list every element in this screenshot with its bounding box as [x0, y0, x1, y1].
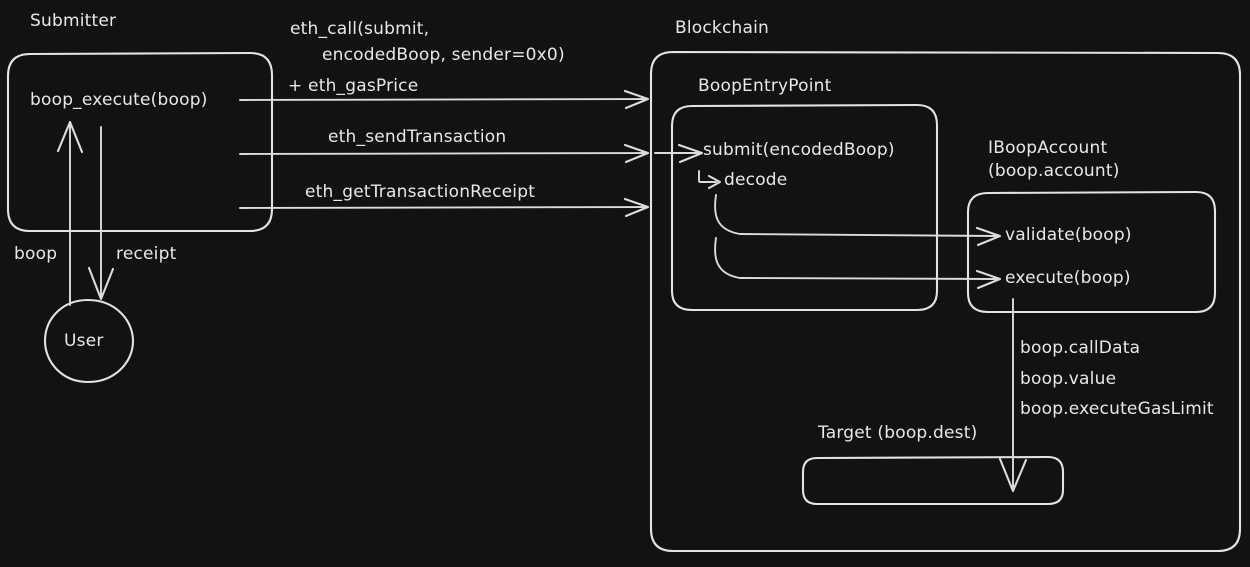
decode-method-label: decode	[724, 170, 788, 190]
edge-eth-send-transaction-arrowhead	[623, 143, 650, 164]
edge-boop-label: boop	[14, 244, 58, 264]
edge-receipt-arrowhead	[87, 266, 115, 301]
target-box	[801, 455, 1065, 506]
edge-eth-call-label-line2: encodedBoop, sender=0x0)	[322, 45, 565, 65]
edge-eth-call-line	[239, 98, 645, 101]
edge-eth-call-label-line1: eth_call(submit,	[290, 19, 430, 39]
exec-params-label-line3: boop.executeGasLimit	[1020, 399, 1214, 419]
blockchain-group-label: Blockchain	[675, 18, 770, 38]
edge-eth-get-transaction-receipt-arrowhead	[623, 197, 650, 218]
submit-method-label: submit(encodedBoop)	[703, 140, 895, 160]
edge-decode-elbow	[698, 170, 717, 183]
iboop-account-label-line2: (boop.account)	[988, 161, 1120, 181]
edge-validate-arrowhead	[975, 226, 1002, 247]
edge-submit-entry-arrowhead	[677, 143, 704, 164]
edge-eth-send-transaction-label: eth_sendTransaction	[328, 127, 507, 147]
edge-receipt-label: receipt	[116, 244, 177, 264]
edge-execute-arrowhead	[975, 269, 1002, 290]
edge-eth-call-arrowhead	[623, 89, 650, 110]
boop-entry-point-label: BoopEntryPoint	[698, 76, 832, 96]
edge-eth-send-transaction-line	[239, 152, 645, 155]
iboop-account-label-line1: IBoopAccount	[988, 138, 1108, 158]
submitter-box	[6, 51, 274, 233]
boop-execute-label: boop_execute(boop)	[30, 90, 208, 110]
user-circle	[43, 298, 135, 384]
edge-eth-call-label-line3: + eth_gasPrice	[288, 76, 419, 96]
submitter-group-label: Submitter	[30, 11, 117, 31]
edge-validate-curve	[714, 194, 997, 237]
edge-eth-get-transaction-receipt-label: eth_getTransactionReceipt	[305, 182, 536, 202]
exec-params-label-line2: boop.value	[1020, 369, 1117, 389]
edge-execute-curve	[714, 237, 997, 280]
target-group-label: Target (boop.dest)	[818, 423, 978, 443]
blockchain-box	[649, 50, 1242, 553]
edge-decode-arrowhead	[707, 174, 722, 190]
edge-eth-get-transaction-receipt-line	[239, 206, 645, 209]
edge-execute-target-arrowhead	[998, 457, 1028, 493]
edge-boop-arrowhead	[56, 120, 84, 154]
execute-method-label: execute(boop)	[1005, 268, 1131, 288]
exec-params-label-line1: boop.callData	[1020, 338, 1141, 358]
boop-entry-point-box	[670, 103, 939, 312]
validate-method-label: validate(boop)	[1005, 225, 1132, 245]
user-label: User	[64, 331, 104, 351]
iboop-account-box	[966, 190, 1217, 314]
